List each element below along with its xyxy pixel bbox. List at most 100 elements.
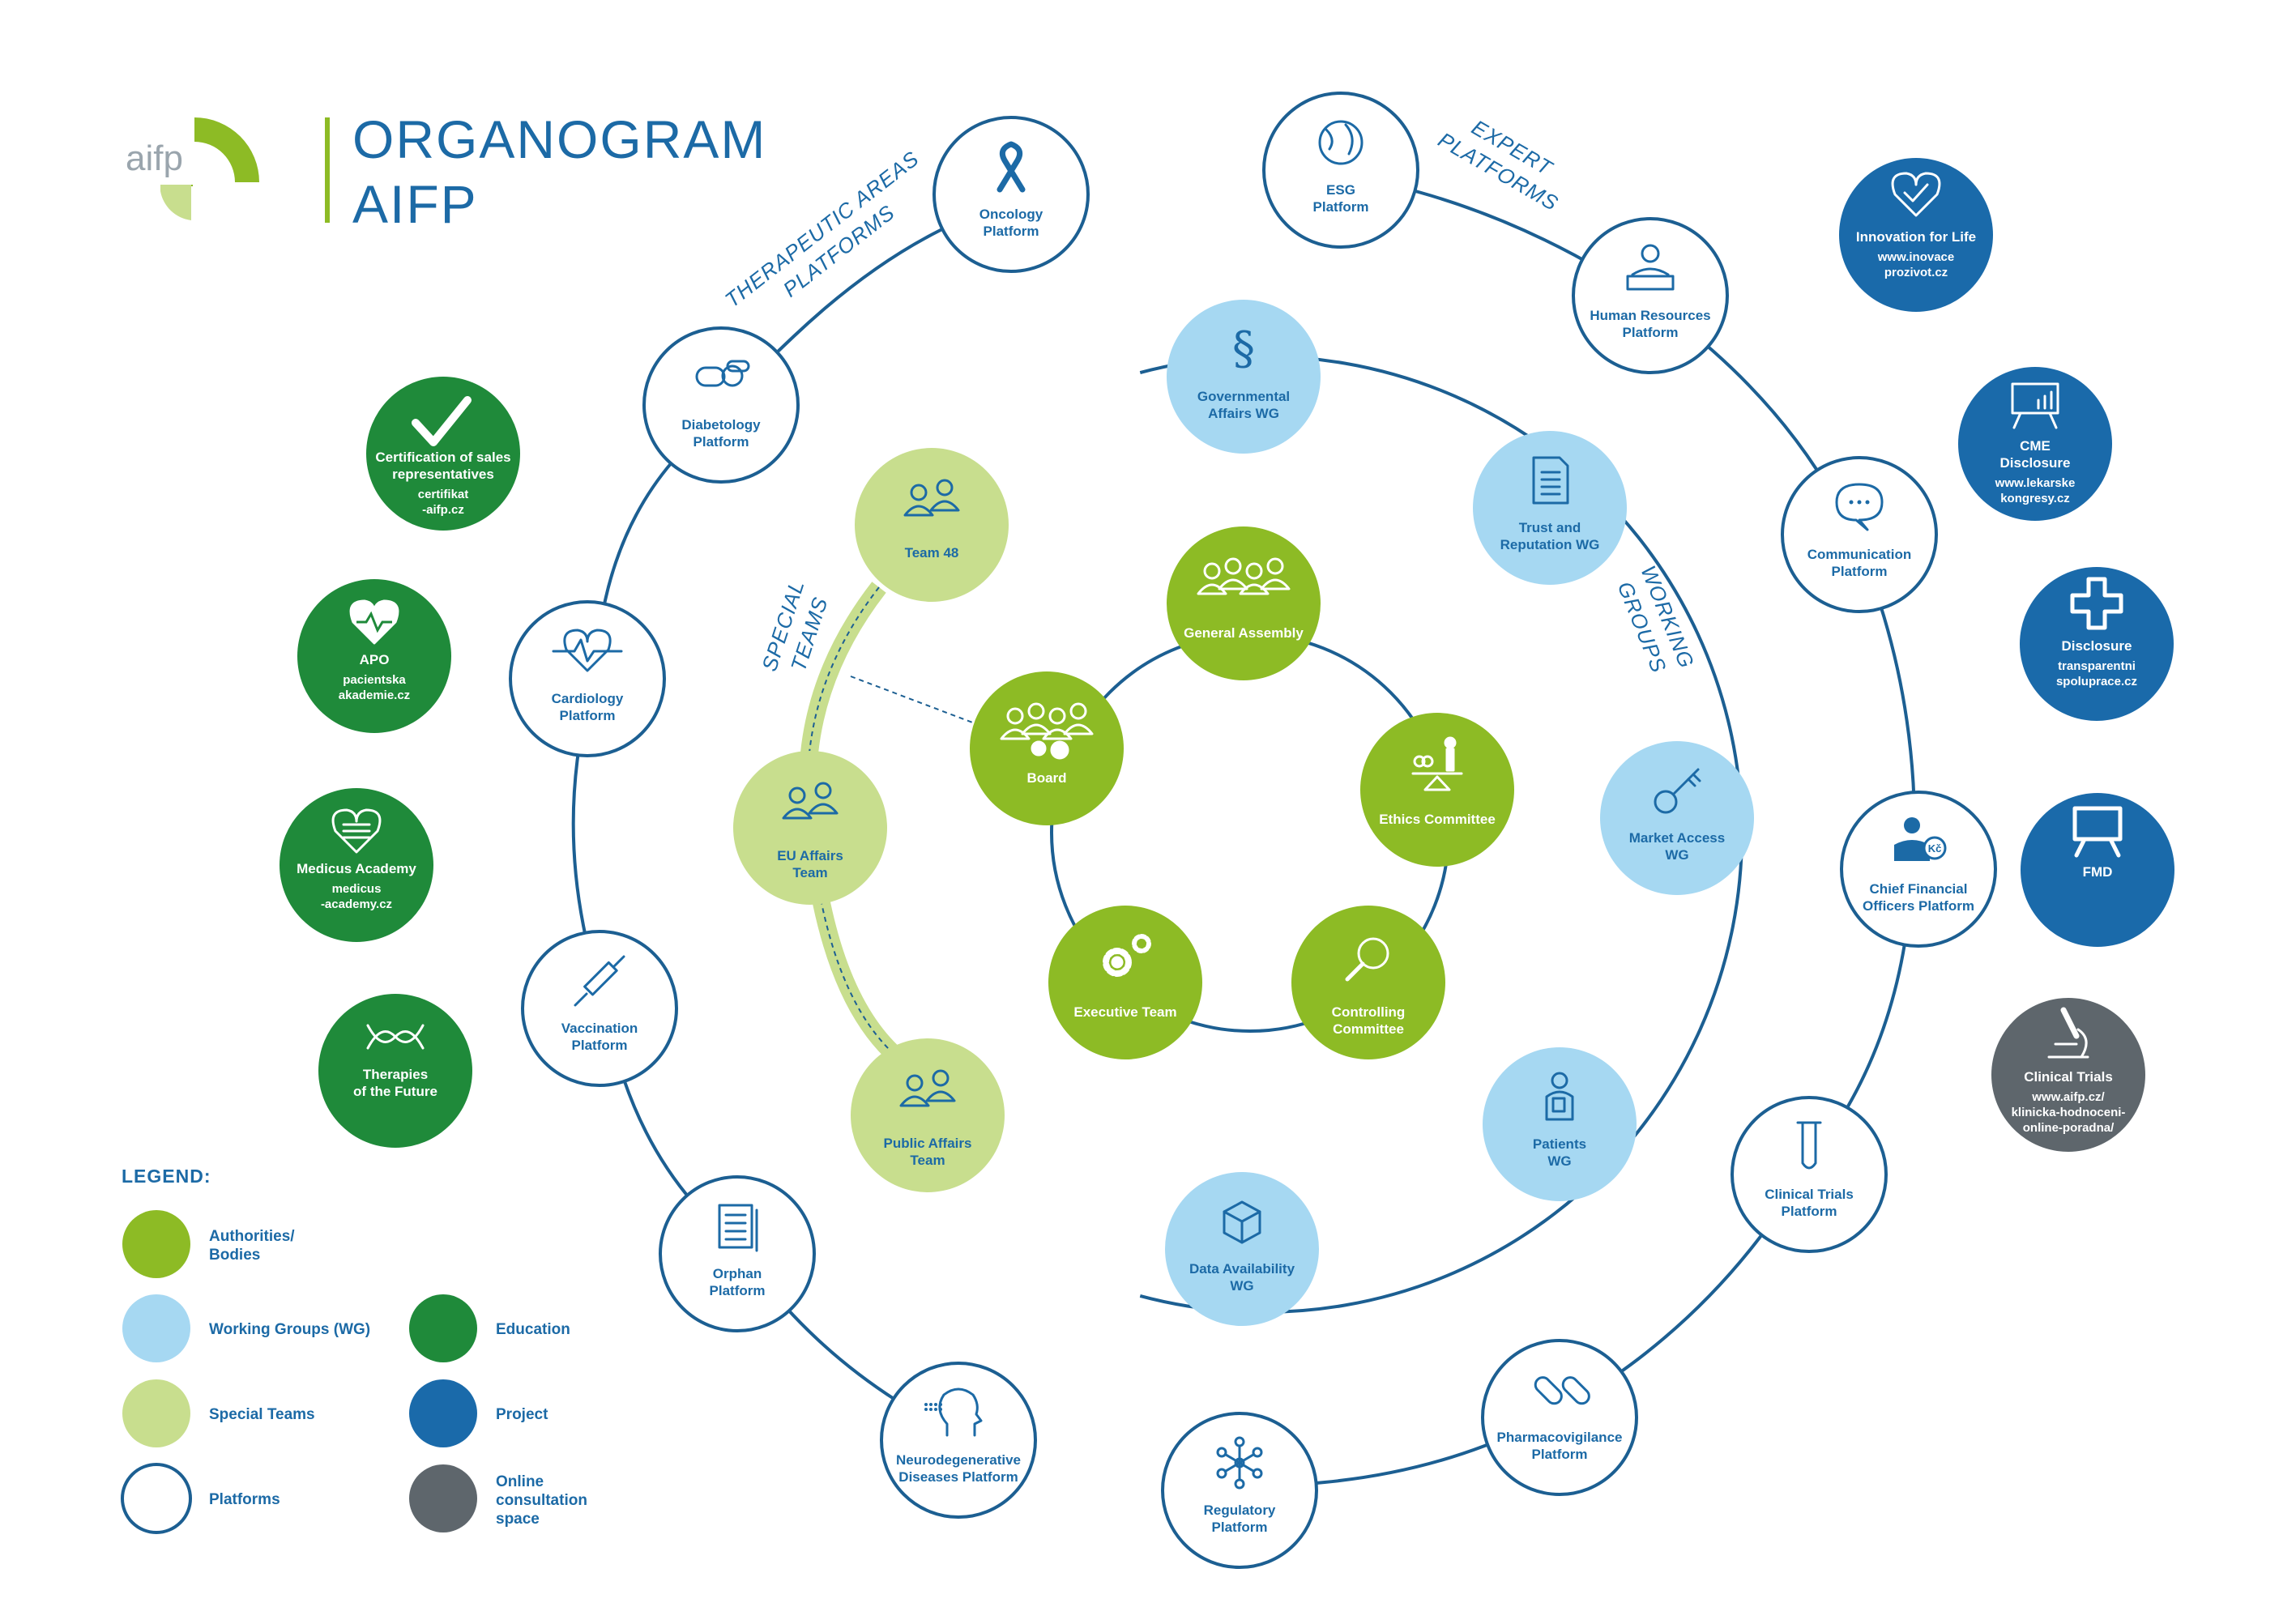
orphan-platform-label: Orphan [713, 1266, 762, 1281]
clinical-trials-online-label: Clinical Trials [2024, 1069, 2113, 1085]
dot [924, 1403, 928, 1406]
head-icon [924, 1387, 983, 1437]
therapeutic-label-line: THERAPEUTIC AREAS [720, 146, 924, 312]
molecule-icon [1216, 1436, 1263, 1490]
cme-disclosure-label: Disclosure [2000, 455, 2071, 471]
orphan-platform-circle [659, 1175, 816, 1332]
market-access-wg-label: Market Access [1629, 830, 1725, 846]
legend-label: Authorities/ [209, 1228, 295, 1245]
clinical-trials-platform-label: Platform [1782, 1204, 1837, 1219]
cme-disclosure-url: kongresy.cz [2000, 492, 2070, 505]
controlling-committee-label: Committee [1333, 1021, 1404, 1037]
disclosure-label: Disclosure [2062, 638, 2132, 654]
dot [924, 1408, 928, 1411]
ribbon-icon [996, 141, 1026, 193]
human-resources-platform-label: Human Resources [1590, 308, 1710, 323]
presentation-icon [2072, 806, 2123, 858]
innovation-for-life-label: Innovation for Life [1856, 229, 1976, 245]
microscope-icon [2047, 1007, 2089, 1059]
dot [929, 1403, 932, 1406]
regulatory-platform-circle [1161, 1412, 1318, 1569]
vaccination-platform-circle [521, 930, 678, 1087]
esg-platform-circle [1262, 92, 1419, 249]
dot [939, 1408, 942, 1411]
worker-icon [1626, 244, 1675, 291]
legend-label: space [496, 1511, 540, 1528]
heart-book-icon [331, 808, 382, 854]
pharmacovigilance-platform-circle [1481, 1339, 1638, 1496]
board-circle [970, 671, 1124, 825]
cardiology-platform-label: Cardiology [552, 691, 624, 706]
therapies-future-label: Therapies [363, 1067, 428, 1082]
trust-reputation-wg-label: Trust and [1519, 520, 1581, 535]
legend-label: Bodies [209, 1247, 260, 1264]
legend-swatch [122, 1210, 190, 1278]
general-assembly-node: General Assembly [1167, 526, 1321, 680]
controlling-committee-label: Controlling [1332, 1004, 1406, 1020]
globe-icon [1318, 120, 1364, 165]
people-icon [903, 479, 960, 517]
capsules-icon [1534, 1376, 1590, 1405]
legend-item-special-teams: Special Teams [122, 1379, 315, 1447]
legend-label: Platforms [209, 1491, 280, 1508]
page-title-line2: AIFP [352, 174, 478, 234]
fmd-circle [2021, 793, 2174, 947]
legend-label: consultation [496, 1492, 587, 1509]
certification-node: Certification of salesrepresentativescer… [366, 377, 520, 531]
cross-icon [2070, 577, 2123, 630]
data-availability-wg-circle [1165, 1172, 1319, 1326]
dot [939, 1403, 942, 1406]
innovation-for-life-circle [1839, 158, 1993, 312]
patients-wg-label: WG [1547, 1153, 1571, 1169]
fmd-label: FMD [2083, 864, 2113, 880]
heart-check-icon [1891, 172, 1941, 217]
syringe-icon [574, 955, 625, 1007]
certification-url: -aifp.cz [422, 503, 464, 517]
oncology-platform-circle [932, 116, 1090, 273]
dot [1857, 500, 1862, 505]
market-access-wg-label: WG [1665, 847, 1688, 863]
cfo-platform-label: Officers Platform [1863, 898, 1974, 914]
clinical-trials-platform-label: Clinical Trials [1765, 1187, 1854, 1202]
cme-disclosure-label: CME [2020, 438, 2051, 454]
governmental-affairs-wg-label: Affairs WG [1208, 406, 1279, 421]
disclosure-url: spoluprace.cz [2056, 675, 2137, 688]
governmental-affairs-wg-label: Governmental [1197, 389, 1290, 404]
regulatory-platform-label: Platform [1212, 1520, 1268, 1535]
neurodegenerative-platform-circle [880, 1362, 1037, 1519]
esg-platform-label: ESG [1326, 182, 1355, 198]
dot [1849, 500, 1854, 505]
test-tube-icon [1796, 1121, 1822, 1170]
check-icon [412, 396, 472, 446]
cfo-platform-circle [1840, 791, 1997, 948]
logo-text: aifp [126, 139, 183, 178]
eu-affairs-team-label: EU Affairs [777, 848, 843, 863]
governmental-affairs-wg-circle [1167, 300, 1321, 454]
general-assembly-label: General Assembly [1184, 625, 1304, 641]
paragraph-icon: § [1232, 322, 1255, 375]
legend-swatch [409, 1464, 477, 1532]
certification-url: certifikat [418, 488, 469, 501]
team-48-node: Team 48 [855, 448, 1009, 602]
public-affairs-team-label: Team [910, 1153, 945, 1168]
kc-glyph: Kč [1928, 842, 1942, 855]
therapies-future-label: of the Future [353, 1084, 437, 1099]
diabetology-platform-label: Diabetology [681, 417, 761, 433]
cme-disclosure-url: www.lekarske [1995, 476, 2076, 490]
page-title-line1: ORGANOGRAM [352, 109, 766, 169]
magnifier-icon [1345, 937, 1389, 982]
